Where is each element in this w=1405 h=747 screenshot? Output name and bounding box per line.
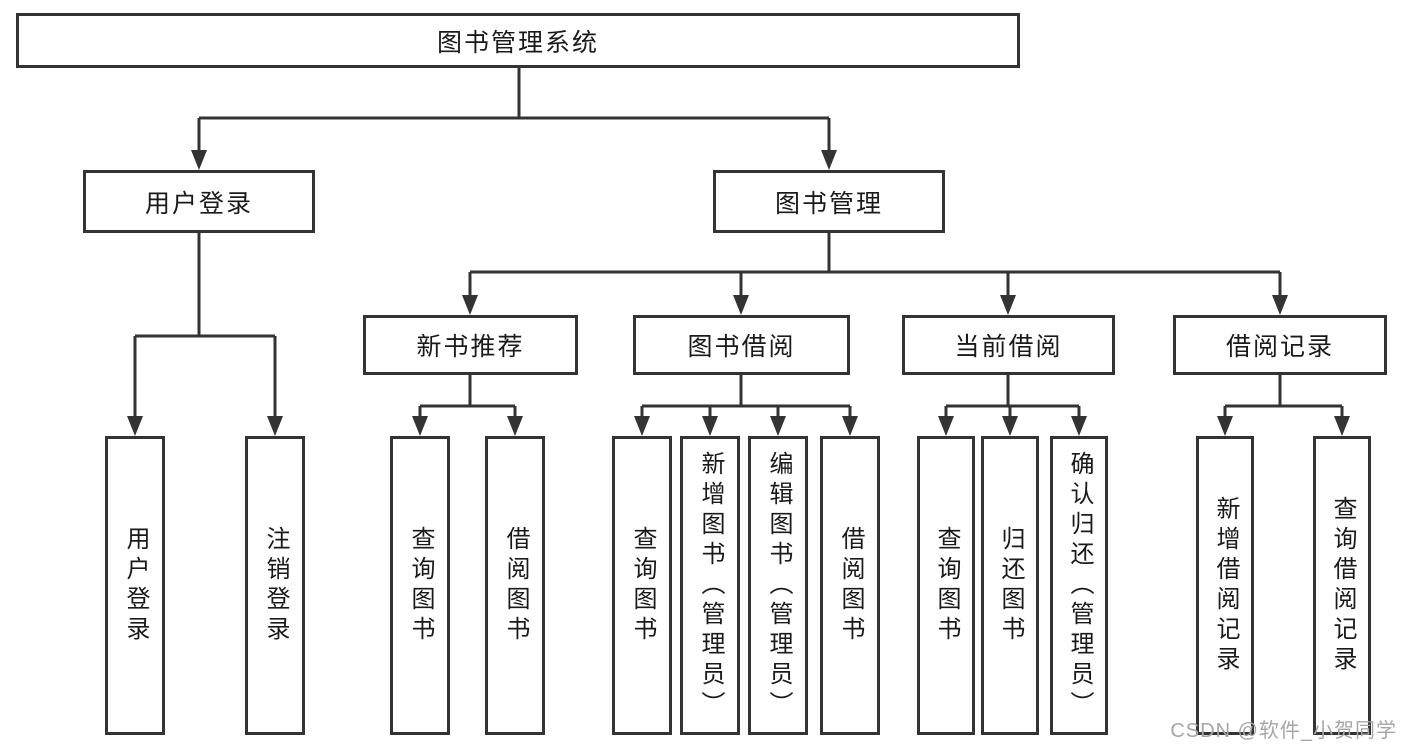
node-book-borrow: 图书借阅 <box>633 315 850 375</box>
leaf-confirm-return-admin-label: 确认归还（管理员） <box>1066 450 1093 721</box>
leaf-confirm-return-admin: 确认归还（管理员） <box>1050 436 1108 735</box>
node-library-system: 图书管理系统 <box>16 13 1020 68</box>
leaf-query-books: 查询图书 <box>390 436 450 735</box>
leaf-borrow-books-2-label: 借阅图书 <box>837 525 864 646</box>
leaf-borrow-books-2: 借阅图书 <box>820 436 880 735</box>
leaf-logout-label: 注销登录 <box>262 525 289 646</box>
leaf-logout: 注销登录 <box>245 436 305 735</box>
node-new-book-recommend-label: 新书推荐 <box>416 333 525 361</box>
leaf-borrow-books: 借阅图书 <box>485 436 545 735</box>
leaf-edit-book-admin-label: 编辑图书（管理员） <box>765 450 792 721</box>
leaf-query-books-2-label: 查询图书 <box>629 525 656 646</box>
node-borrow-records-label: 借阅记录 <box>1225 333 1334 361</box>
connector-bookmgmt-to-level3 <box>462 233 1288 315</box>
connector-newbook-to-leaves <box>412 375 523 436</box>
connector-currentborrow-to-leaves <box>938 375 1087 436</box>
node-library-system-label: 图书管理系统 <box>436 28 599 57</box>
leaf-query-books-3: 查询图书 <box>917 436 975 735</box>
node-borrow-records: 借阅记录 <box>1173 315 1387 375</box>
leaf-return-books: 归还图书 <box>981 436 1039 735</box>
leaf-add-borrow-record-label: 新增借阅记录 <box>1212 495 1239 676</box>
node-book-management: 图书管理 <box>713 170 945 233</box>
leaf-query-books-2: 查询图书 <box>612 436 672 735</box>
leaf-user-login-label: 用户登录 <box>122 525 149 646</box>
node-user-login-label: 用户登录 <box>144 189 253 218</box>
leaf-user-login: 用户登录 <box>105 436 165 735</box>
connector-bookborrow-to-leaves <box>634 375 858 436</box>
leaf-query-books-label: 查询图书 <box>407 525 434 646</box>
leaf-return-books-label: 归还图书 <box>997 525 1024 646</box>
leaf-add-book-admin-label: 新增图书（管理员） <box>697 450 724 721</box>
leaf-query-borrow-record-label: 查询借阅记录 <box>1329 495 1356 676</box>
node-new-book-recommend: 新书推荐 <box>363 315 578 375</box>
csdn-watermark: CSDN @软件_小贺同学 <box>1170 720 1397 742</box>
leaf-borrow-books-label: 借阅图书 <box>502 525 529 646</box>
connector-userlogin-to-leaves <box>127 233 283 436</box>
connector-root-to-level2 <box>191 68 837 170</box>
node-book-borrow-label: 图书借阅 <box>687 333 796 361</box>
leaf-query-books-3-label: 查询图书 <box>933 525 960 646</box>
leaf-add-borrow-record: 新增借阅记录 <box>1196 436 1254 735</box>
node-current-borrow: 当前借阅 <box>902 315 1115 375</box>
leaf-query-borrow-record: 查询借阅记录 <box>1313 436 1371 735</box>
node-book-management-label: 图书管理 <box>774 189 883 218</box>
node-user-login: 用户登录 <box>83 170 315 233</box>
node-current-borrow-label: 当前借阅 <box>954 333 1063 361</box>
leaf-add-book-admin: 新增图书（管理员） <box>680 436 740 735</box>
leaf-edit-book-admin: 编辑图书（管理员） <box>748 436 808 735</box>
connector-borrowrecords-to-leaves <box>1217 375 1350 436</box>
